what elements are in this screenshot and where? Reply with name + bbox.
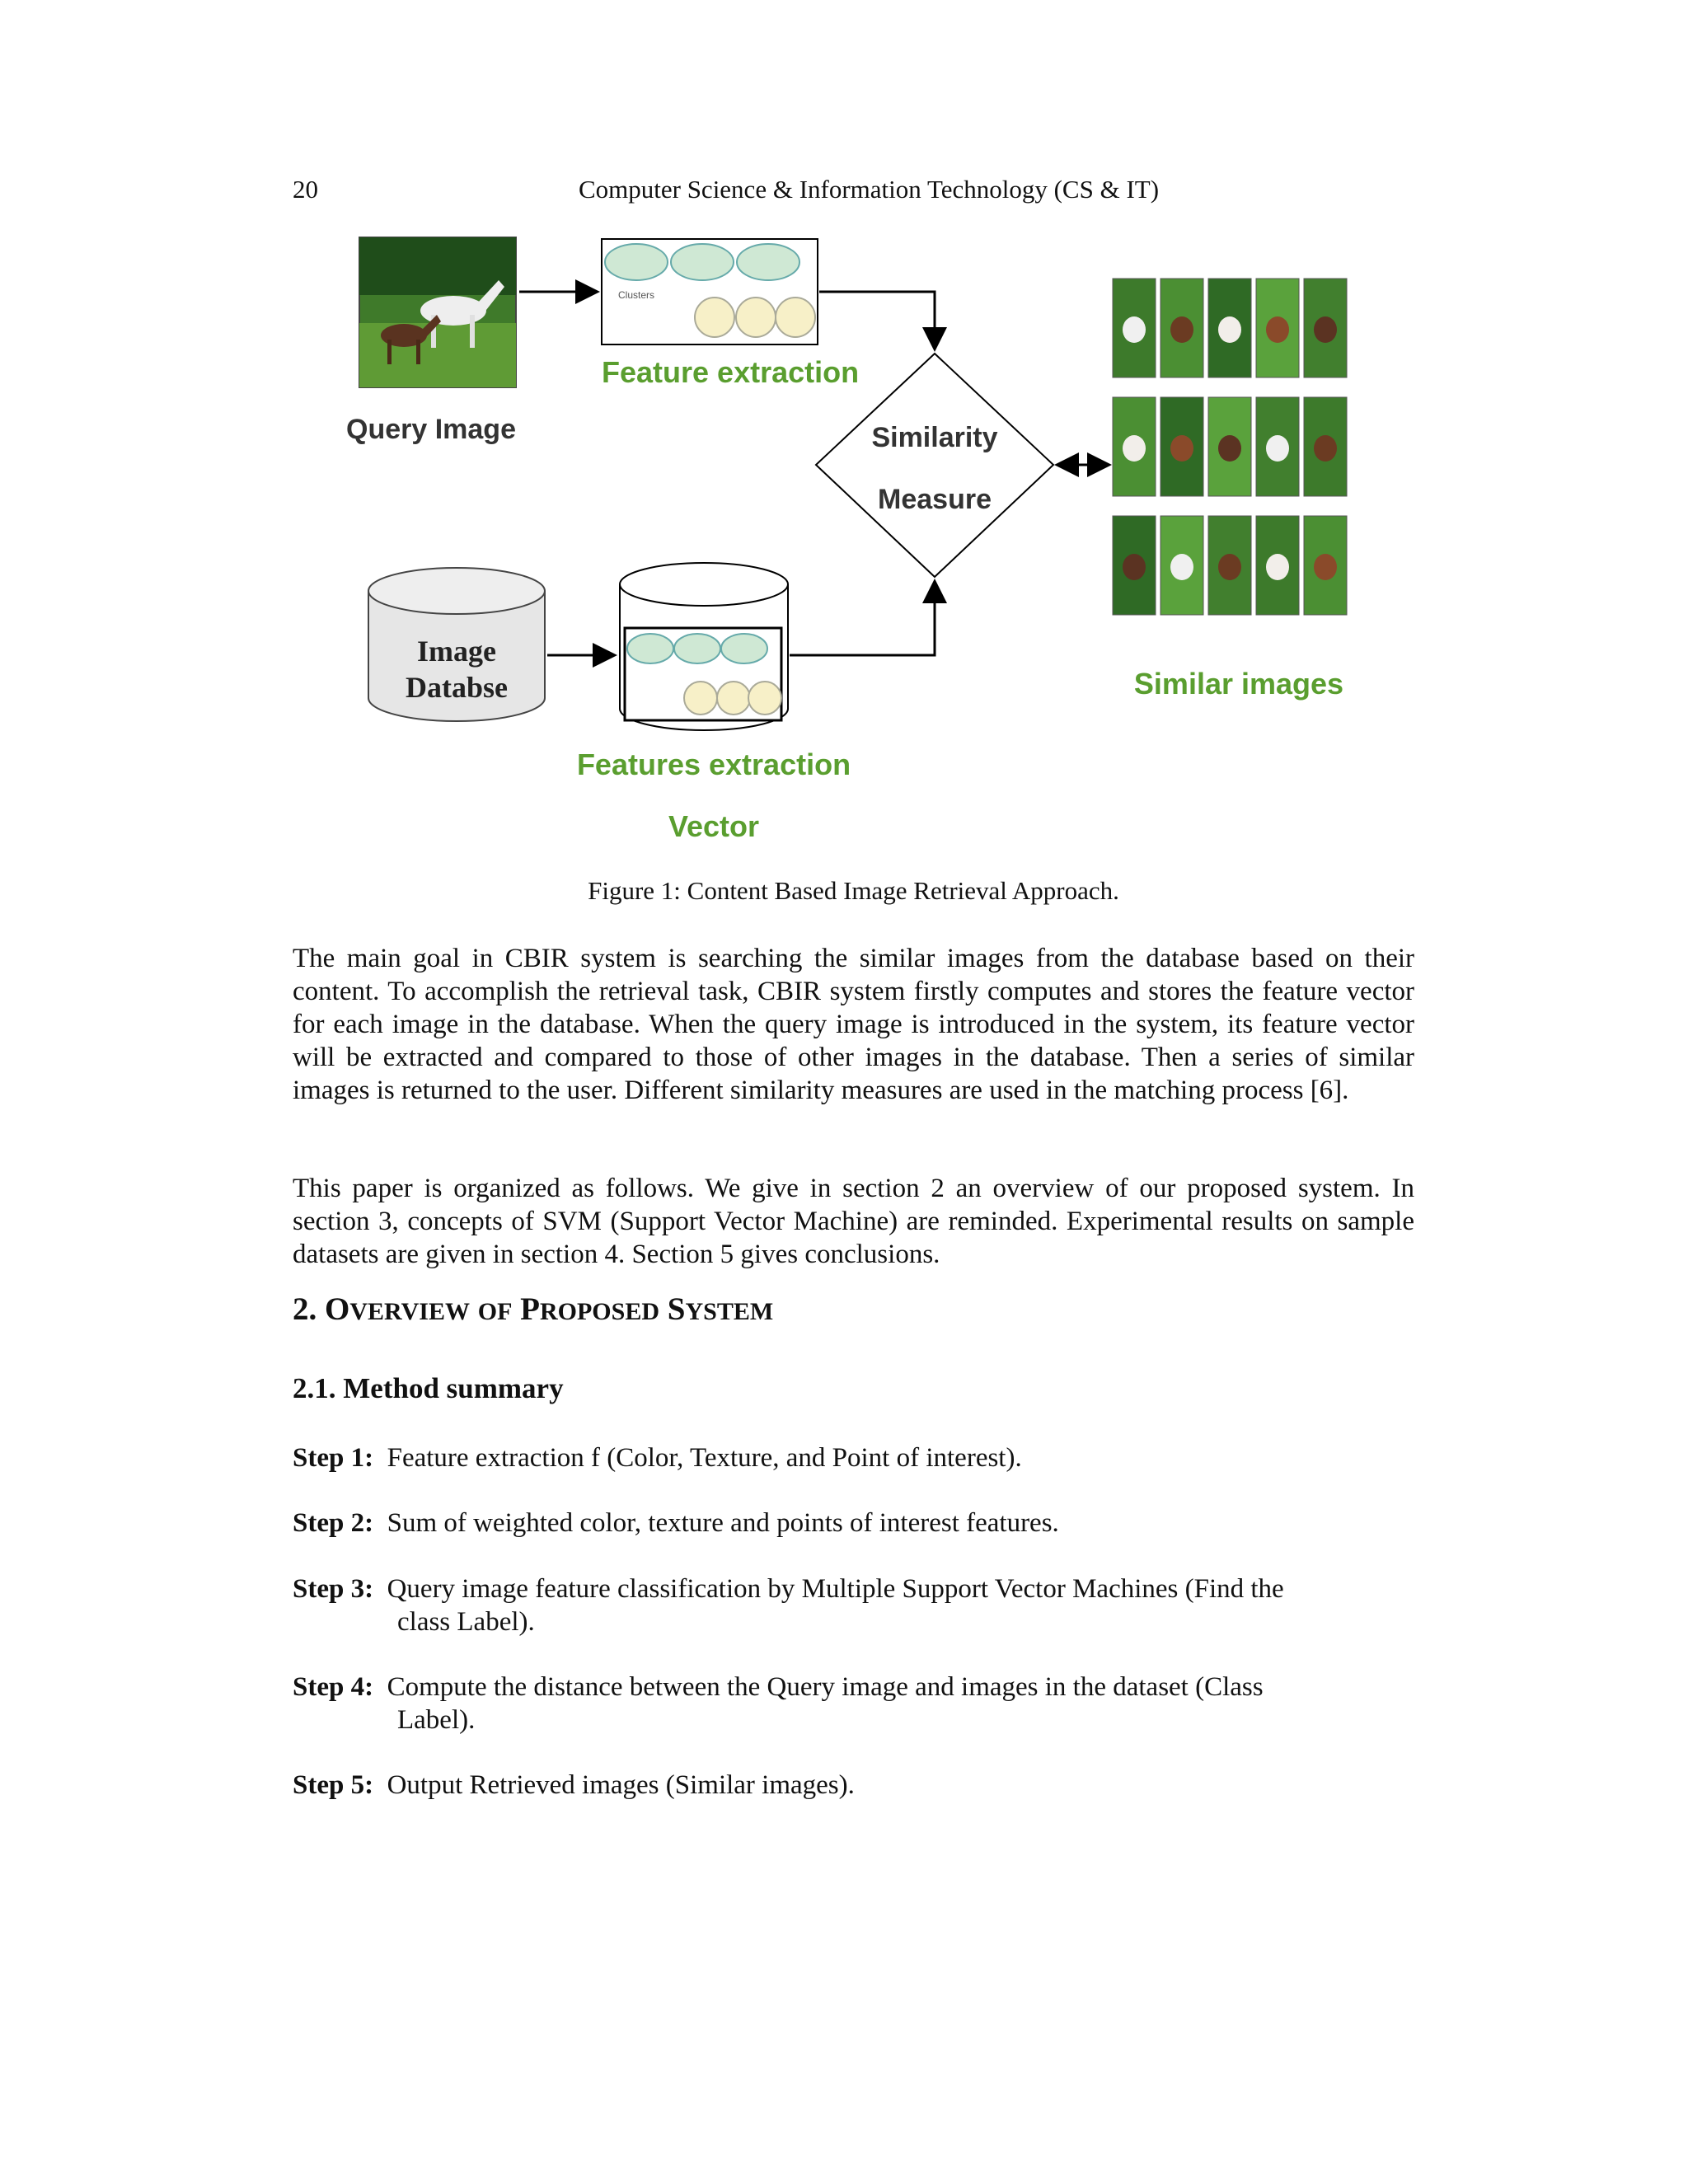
feature-extraction-label: Feature extraction bbox=[602, 355, 859, 389]
query-image-label: Query Image bbox=[346, 414, 516, 445]
figure-caption: Figure 1: Content Based Image Retrieval … bbox=[293, 876, 1414, 906]
step-2: Step 2: Sum of weighted color, texture a… bbox=[293, 1507, 1414, 1540]
similar-images-grid bbox=[1113, 279, 1347, 615]
paragraph-cbir-goal: The main goal in CBIR system is searchin… bbox=[293, 942, 1414, 1107]
subsection-heading: 2.1. Method summary bbox=[293, 1372, 564, 1405]
similar-image-thumbnail bbox=[1113, 516, 1156, 615]
step-text-continued: Label). bbox=[293, 1704, 1414, 1736]
step-label: Step 2: bbox=[293, 1508, 373, 1538]
query-image bbox=[359, 237, 516, 387]
similar-image-thumbnail bbox=[1256, 397, 1299, 496]
feature-extraction-box: Clusters bbox=[602, 239, 818, 344]
arrow-features-to-similarity bbox=[819, 292, 935, 349]
paragraph-organization: This paper is organized as follows. We g… bbox=[293, 1172, 1414, 1271]
arrow-vector-to-similarity bbox=[790, 581, 935, 655]
similar-image-thumbnail bbox=[1113, 397, 1156, 496]
similar-image-thumbnail bbox=[1304, 516, 1347, 615]
measure-label: Measure bbox=[878, 484, 992, 515]
step-text: Feature extraction f (Color, Texture, an… bbox=[387, 1443, 1022, 1473]
features-vector-cylinder bbox=[620, 563, 788, 730]
similar-image-thumbnail bbox=[1256, 279, 1299, 377]
similar-image-thumbnail bbox=[1208, 516, 1251, 615]
step-5: Step 5: Output Retrieved images (Similar… bbox=[293, 1769, 1414, 1802]
database-label-image: Image bbox=[417, 635, 496, 668]
cbir-figure: Query Image Clusters Feature extraction … bbox=[346, 224, 1385, 867]
similar-image-thumbnail bbox=[1304, 279, 1347, 377]
similar-image-thumbnail bbox=[1304, 397, 1347, 496]
similar-images-label: Similar images bbox=[1134, 667, 1343, 701]
similar-image-thumbnail bbox=[1208, 279, 1251, 377]
vector-label: Vector bbox=[668, 809, 759, 843]
features-extraction-label: Features extraction bbox=[577, 748, 851, 781]
step-text: Output Retrieved images (Similar images)… bbox=[387, 1770, 855, 1800]
similar-image-thumbnail bbox=[1160, 397, 1203, 496]
similar-image-thumbnail bbox=[1208, 397, 1251, 496]
database-label-databse: Databse bbox=[406, 671, 508, 704]
step-label: Step 3: bbox=[293, 1574, 373, 1604]
similar-image-thumbnail bbox=[1160, 516, 1203, 615]
step-text: Compute the distance between the Query i… bbox=[387, 1672, 1264, 1702]
section-heading: 2. OVERVIEW OF PROPOSED SYSTEM bbox=[293, 1291, 773, 1328]
step-text: Query image feature classification by Mu… bbox=[387, 1574, 1284, 1604]
step-3: Step 3: Query image feature classificati… bbox=[293, 1572, 1414, 1638]
step-1: Step 1: Feature extraction f (Color, Tex… bbox=[293, 1441, 1414, 1474]
step-label: Step 4: bbox=[293, 1672, 373, 1702]
similar-image-thumbnail bbox=[1160, 279, 1203, 377]
running-header: Computer Science & Information Technolog… bbox=[0, 175, 1688, 204]
step-label: Step 5: bbox=[293, 1770, 373, 1800]
step-text-continued: class Label). bbox=[293, 1605, 1414, 1638]
step-4: Step 4: Compute the distance between the… bbox=[293, 1671, 1414, 1736]
similarity-label: Similarity bbox=[871, 422, 997, 453]
similar-image-thumbnail bbox=[1113, 279, 1156, 377]
step-label: Step 1: bbox=[293, 1443, 373, 1473]
clusters-text: Clusters bbox=[618, 289, 654, 301]
similar-image-thumbnail bbox=[1256, 516, 1299, 615]
step-text: Sum of weighted color, texture and point… bbox=[387, 1508, 1059, 1538]
